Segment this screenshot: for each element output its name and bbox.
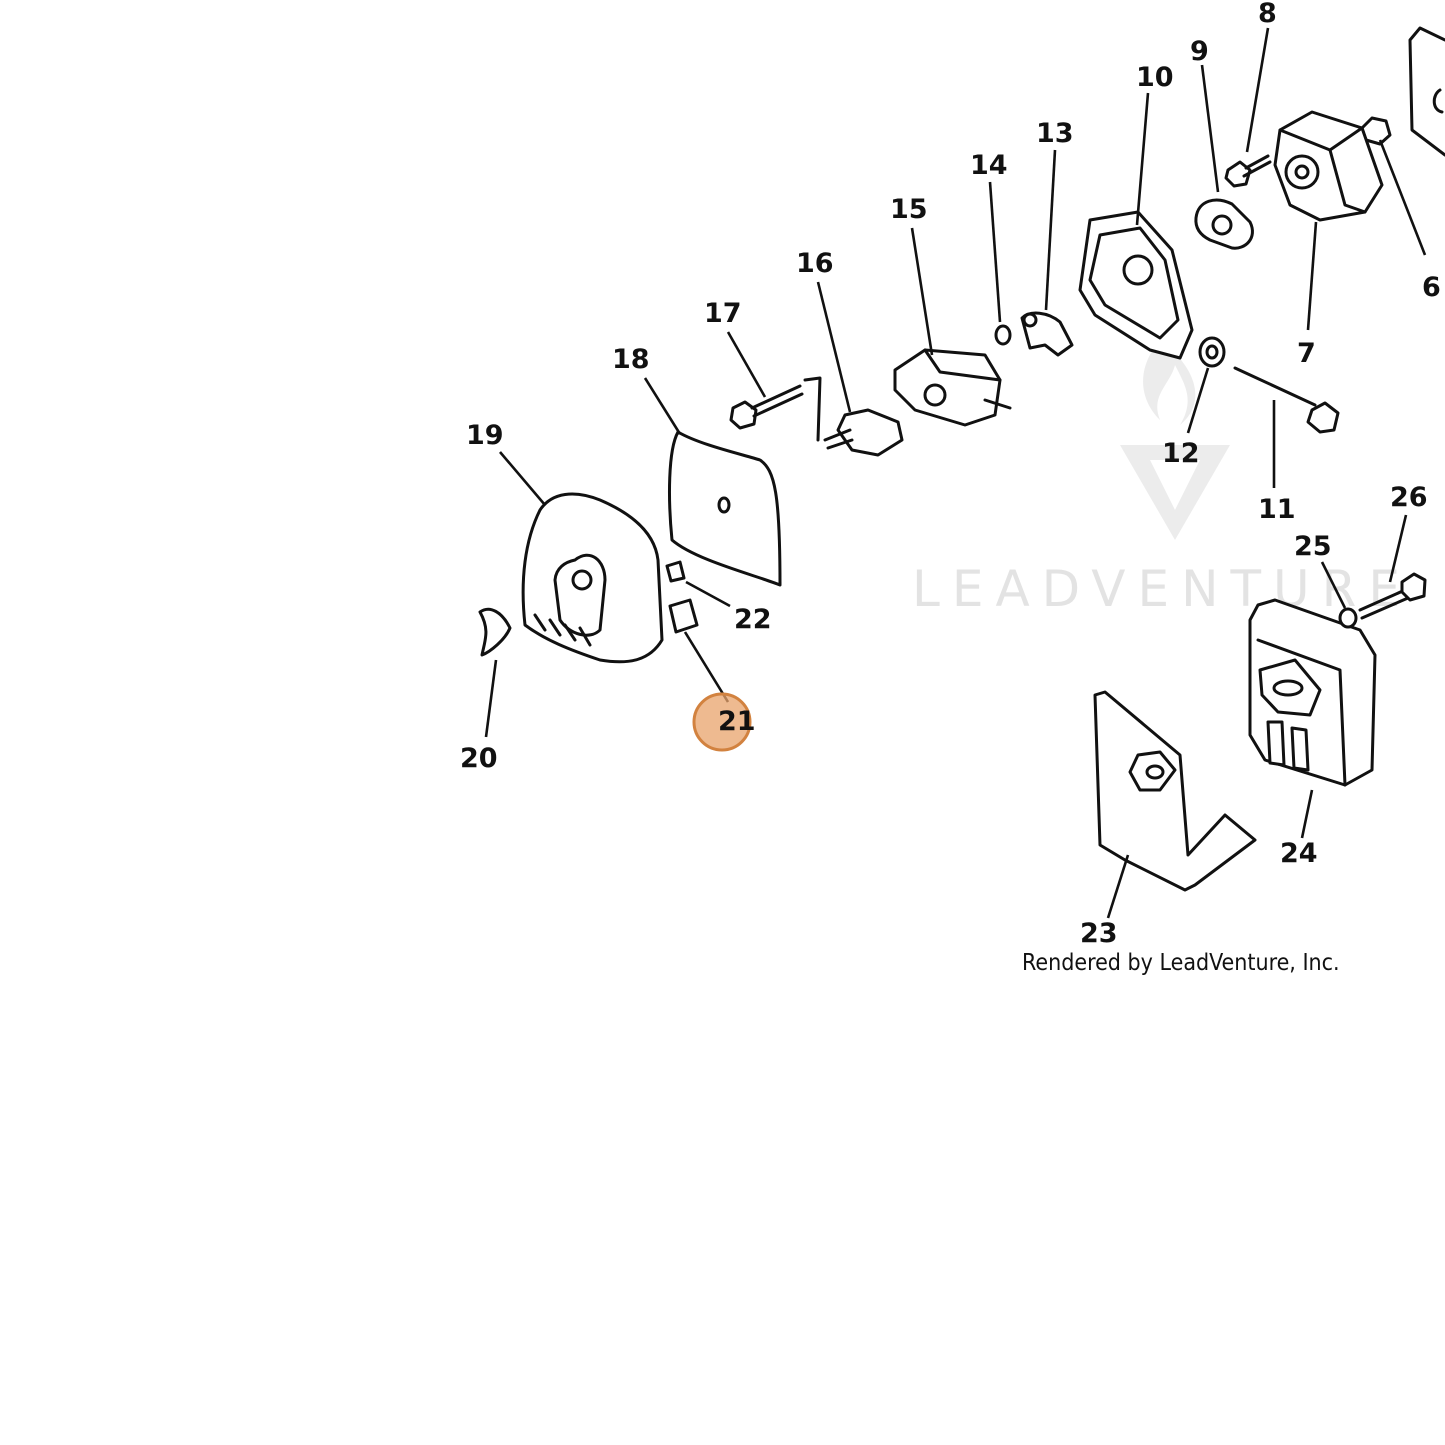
part-15-carburetor bbox=[893, 348, 1012, 427]
credit-text: Rendered by LeadVenture, Inc. bbox=[1022, 950, 1340, 976]
callout-21-hotspot[interactable] bbox=[692, 692, 752, 752]
callout-7[interactable]: 7 bbox=[1297, 338, 1316, 369]
callout-9[interactable]: 9 bbox=[1190, 36, 1209, 67]
callout-21[interactable]: 21 bbox=[718, 706, 756, 737]
part-21-square bbox=[668, 598, 699, 634]
part-22-square bbox=[665, 560, 686, 583]
callout-18[interactable]: 18 bbox=[612, 344, 650, 375]
part-top-right-cover bbox=[1408, 26, 1445, 157]
watermark-text: LEADVENTURE bbox=[912, 560, 1412, 618]
watermark-logo: LEADVENTURE bbox=[912, 340, 1412, 618]
callout-6[interactable]: 6 bbox=[1422, 272, 1441, 303]
part-18-filter-element bbox=[668, 430, 782, 587]
callout-16[interactable]: 16 bbox=[796, 248, 834, 279]
callout-labels: 6 7 8 9 10 11 12 13 14 15 16 17 18 19 20… bbox=[460, 0, 1441, 949]
part-8-bolt bbox=[1224, 154, 1272, 188]
part-20-clip bbox=[478, 607, 512, 657]
part-26-bolt bbox=[1358, 572, 1427, 620]
part-24-muffler bbox=[1248, 598, 1377, 787]
part-7-insulator bbox=[1273, 110, 1384, 222]
part-10-air-box bbox=[1078, 210, 1194, 360]
part-16-choke-lever bbox=[803, 376, 904, 457]
callout-13[interactable]: 13 bbox=[1036, 118, 1074, 149]
part-13-bracket bbox=[1020, 311, 1074, 357]
callout-22[interactable]: 22 bbox=[734, 604, 772, 635]
callout-23[interactable]: 23 bbox=[1080, 918, 1118, 949]
part-23-heat-shield bbox=[1093, 690, 1257, 892]
callout-19[interactable]: 19 bbox=[466, 420, 504, 451]
part-12-grommet bbox=[1198, 336, 1226, 368]
callout-20[interactable]: 20 bbox=[460, 743, 498, 774]
callout-17[interactable]: 17 bbox=[704, 298, 742, 329]
leader-lines bbox=[484, 27, 1427, 919]
callout-14[interactable]: 14 bbox=[970, 150, 1008, 181]
callout-12[interactable]: 12 bbox=[1162, 438, 1200, 469]
callout-26[interactable]: 26 bbox=[1390, 482, 1428, 513]
part-11-rod bbox=[1233, 366, 1340, 434]
part-17-bolt bbox=[729, 384, 804, 430]
part-14-nut bbox=[994, 324, 1012, 346]
callout-24[interactable]: 24 bbox=[1280, 838, 1318, 869]
part-19-cleaner-cover bbox=[521, 492, 664, 664]
callout-8[interactable]: 8 bbox=[1258, 0, 1277, 29]
callout-15[interactable]: 15 bbox=[890, 194, 928, 225]
callout-25[interactable]: 25 bbox=[1294, 531, 1332, 562]
callout-10[interactable]: 10 bbox=[1136, 62, 1174, 93]
part-9-gasket bbox=[1194, 198, 1254, 250]
part-25-washer bbox=[1338, 607, 1358, 629]
callout-11[interactable]: 11 bbox=[1258, 494, 1296, 525]
